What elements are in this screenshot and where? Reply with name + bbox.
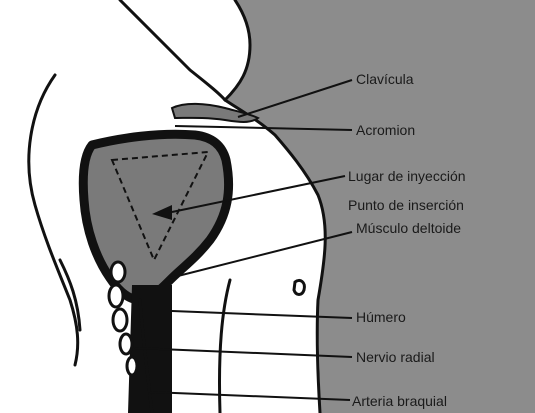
label-musculo-deltoide: Músculo deltoide xyxy=(356,220,461,236)
label-punto-insercion: Punto de inserción xyxy=(348,197,464,213)
label-lugar-inyeccion: Lugar de inyección xyxy=(348,168,466,184)
label-nervio-radial: Nervio radial xyxy=(356,349,435,365)
label-acromion: Acromion xyxy=(356,122,415,138)
label-arteria-braquial: Arteria braquial xyxy=(352,393,447,409)
label-clavicula: Clavícula xyxy=(356,71,414,87)
label-humero: Húmero xyxy=(356,309,406,325)
